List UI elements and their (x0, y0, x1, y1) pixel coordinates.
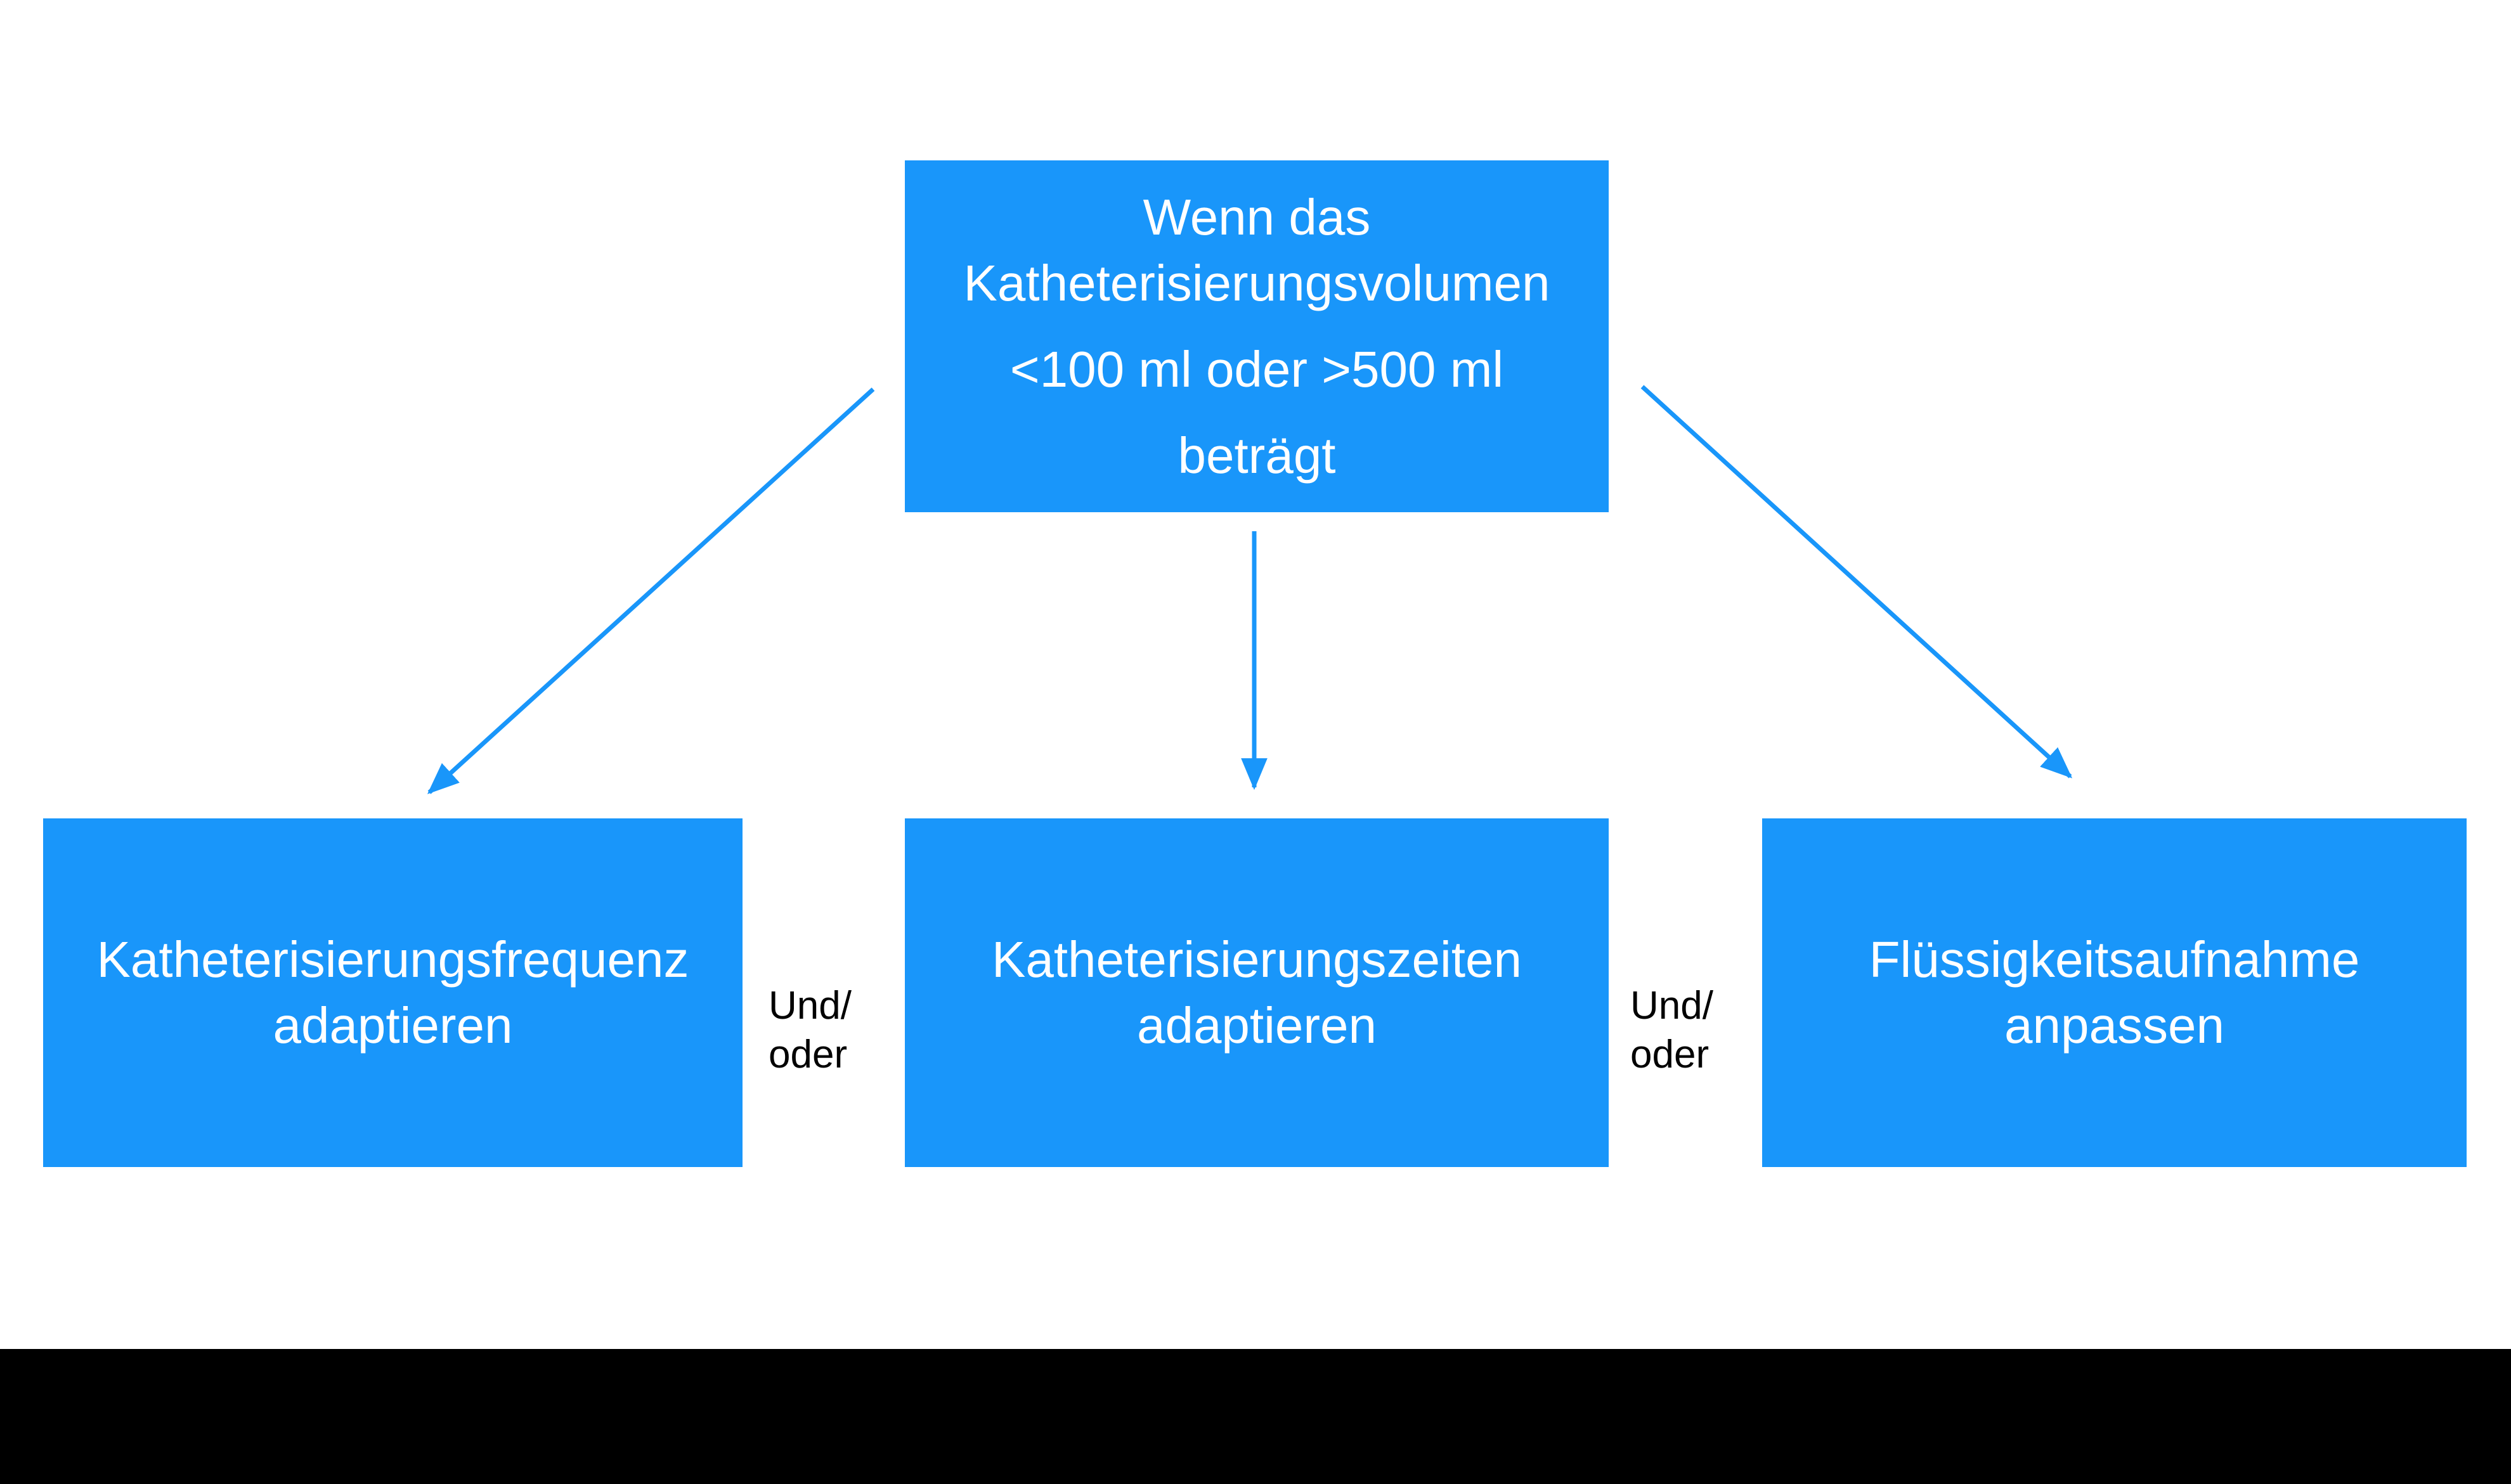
root-condition-text-line1: Wenn das Katheterisierungsvolumen (963, 188, 1550, 311)
arrow-root-to-left (427, 387, 875, 794)
action-box-label: Flüssigkeitsaufnahme anpassen (1869, 931, 2360, 1054)
action-box-fluid-intake: Flüssigkeitsaufnahme anpassen (1762, 818, 2467, 1167)
action-box-catheterization-times: Katheterisierungszeiten adaptieren (905, 818, 1609, 1167)
action-box-catheterization-frequency: Katheterisierungsfrequenz adaptieren (43, 818, 743, 1167)
arrow-root-to-right (1640, 385, 2073, 778)
root-condition-text-line2: <100 ml oder >500 ml (1009, 340, 1504, 397)
root-condition-text-line3: beträgt (1178, 427, 1336, 484)
action-box-label: Katheterisierungszeiten adaptieren (991, 931, 1522, 1054)
root-condition-box: Wenn das Katheterisierungsvolumen <100 m… (905, 160, 1609, 512)
action-box-label: Katheterisierungsfrequenz adaptieren (96, 931, 689, 1054)
and-or-label-right: Und/ oder (1630, 984, 1713, 1076)
bottom-black-bar (0, 1349, 2511, 1484)
and-or-label-left: Und/ oder (769, 984, 852, 1076)
